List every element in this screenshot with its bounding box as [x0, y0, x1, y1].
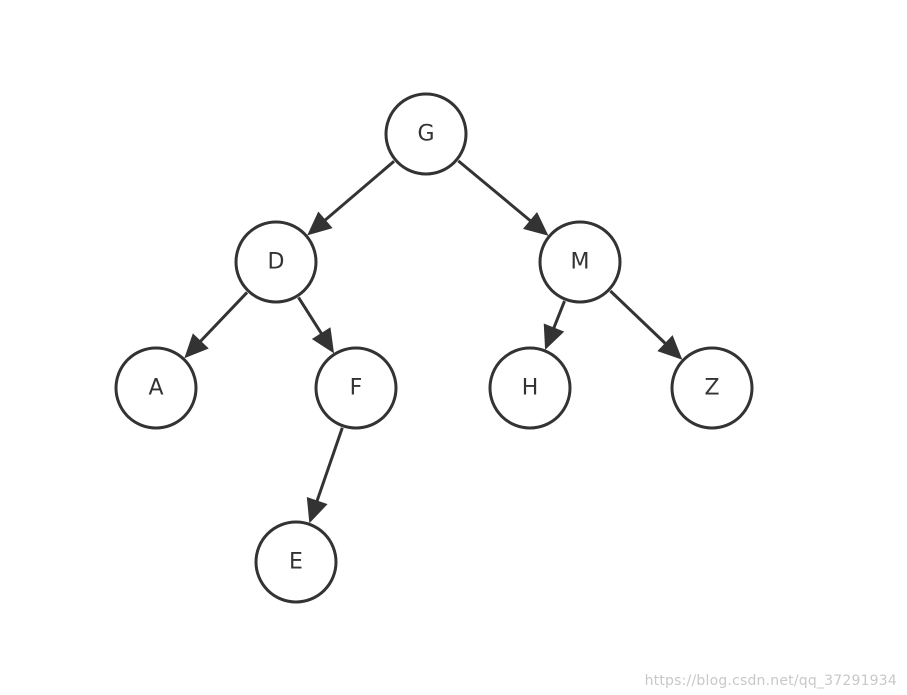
edge-D-A	[184, 291, 249, 359]
edge-line	[297, 296, 324, 336]
node-G: G	[384, 92, 468, 176]
node-circle	[538, 220, 622, 304]
edge-line	[457, 159, 533, 223]
edge-line	[198, 291, 249, 344]
node-E: E	[254, 520, 338, 604]
node-circle	[234, 220, 318, 304]
node-circle	[670, 346, 754, 430]
edge-G-M	[457, 159, 549, 236]
node-label: M	[571, 250, 590, 275]
edge-M-Z	[609, 289, 683, 360]
node-label: F	[350, 376, 363, 401]
edge-F-E	[306, 427, 344, 524]
arrowhead-icon	[184, 333, 209, 359]
arrowhead-icon	[543, 323, 565, 350]
edge-line	[322, 160, 396, 223]
edge-line	[315, 427, 344, 503]
arrowhead-icon	[307, 211, 333, 236]
node-circle	[114, 346, 198, 430]
node-label: G	[417, 122, 434, 147]
node-D: D	[234, 220, 318, 304]
edge-M-H	[543, 300, 566, 350]
edge-line	[551, 300, 566, 330]
edge-G-D	[307, 160, 396, 236]
arrowhead-icon	[306, 496, 328, 524]
edge-D-F	[297, 296, 335, 354]
node-M: M	[538, 220, 622, 304]
node-label: H	[522, 376, 539, 401]
edges-layer	[184, 159, 683, 524]
node-A: A	[114, 346, 198, 430]
watermark-text: https://blog.csdn.net/qq_37291934	[644, 673, 897, 689]
edge-line	[609, 289, 668, 346]
node-label: E	[289, 550, 303, 575]
node-label: Z	[704, 376, 719, 401]
node-label: A	[148, 376, 163, 401]
node-circle	[314, 346, 398, 430]
node-label: D	[268, 250, 285, 275]
arrowhead-icon	[657, 335, 683, 360]
node-circle	[384, 92, 468, 176]
node-Z: Z	[670, 346, 754, 430]
node-F: F	[314, 346, 398, 430]
arrowhead-icon	[522, 211, 549, 236]
arrowhead-icon	[311, 327, 335, 354]
node-H: H	[488, 346, 572, 430]
node-circle	[254, 520, 338, 604]
node-circle	[488, 346, 572, 430]
nodes-layer: G D M A F H Z E	[114, 92, 754, 604]
